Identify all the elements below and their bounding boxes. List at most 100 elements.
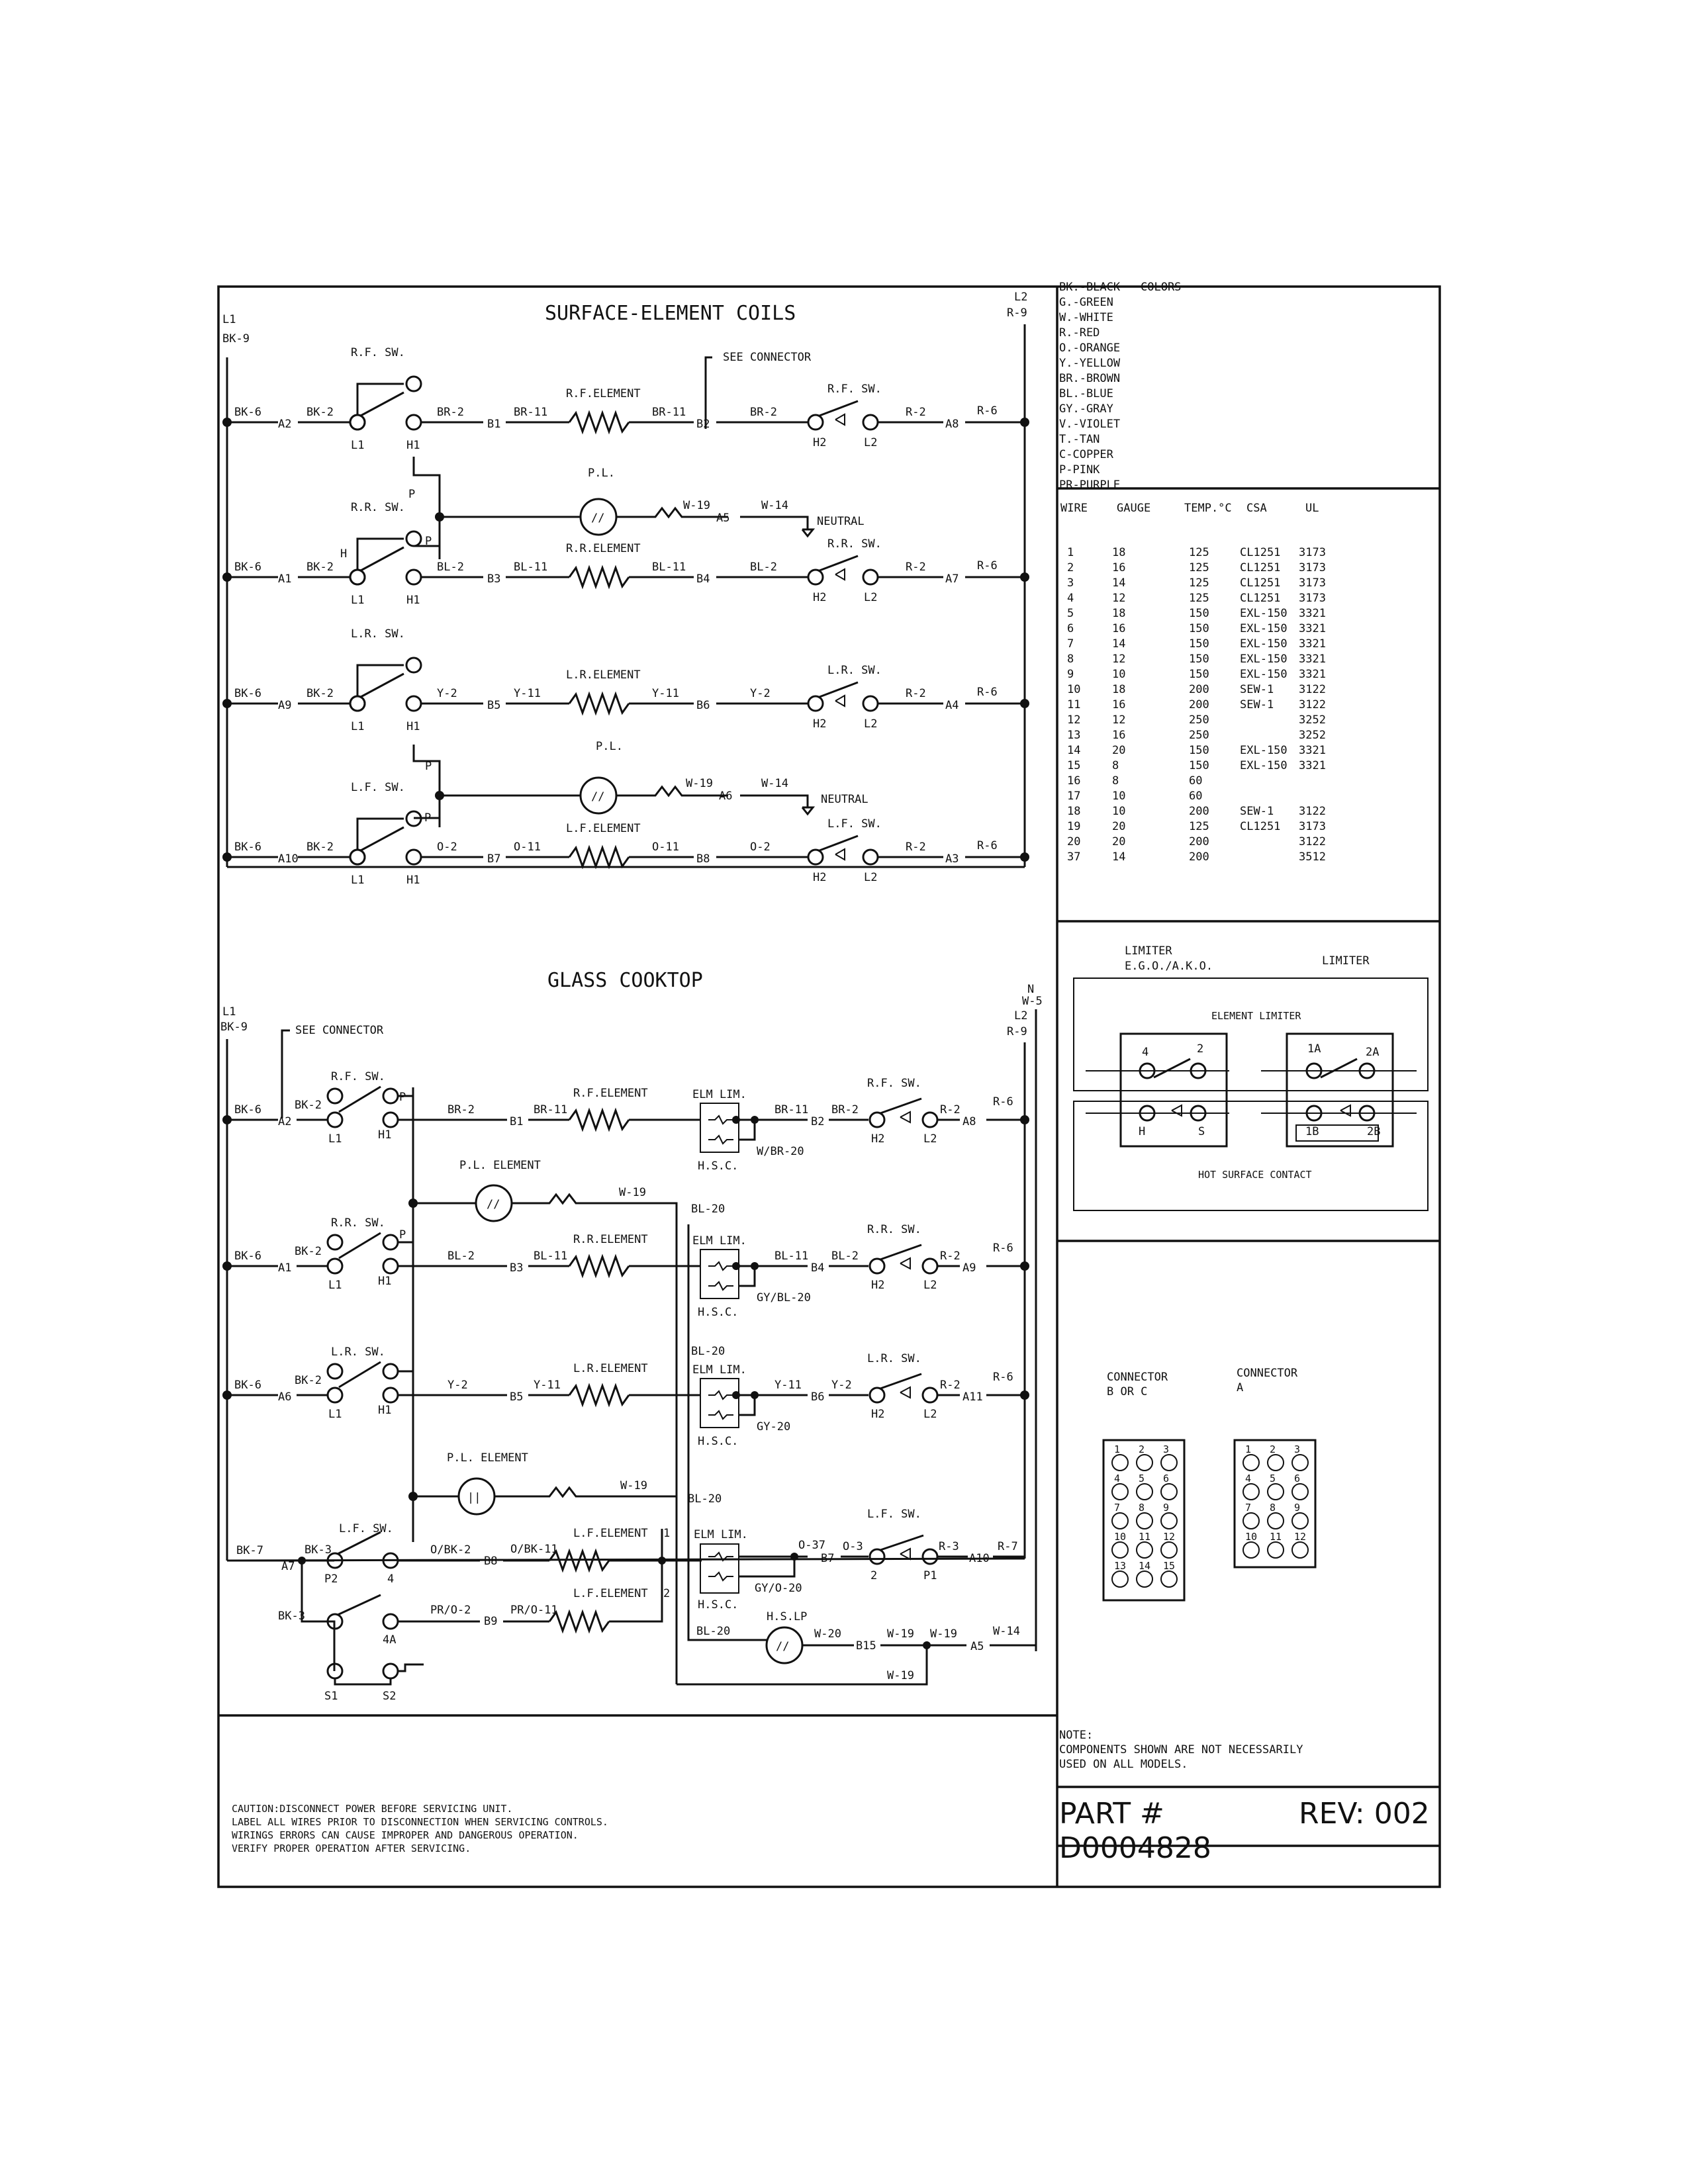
- surface-row-sw2-term-h2: H2: [813, 717, 826, 731]
- glass-rail-r9: R-9: [1007, 1025, 1027, 1038]
- connector-pin: [1243, 1454, 1260, 1471]
- glass-lf-feed: BK-7: [236, 1544, 263, 1557]
- wire-table-cell: 3252: [1299, 713, 1326, 727]
- surface-row-w4: BL-2: [750, 561, 777, 574]
- note-line-2: USED ON ALL MODELS.: [1059, 1758, 1188, 1771]
- surface-row-out-wire: R-6: [977, 404, 998, 418]
- connector-pin-label: 1: [1245, 1443, 1251, 1455]
- wire-table-cell: 200: [1189, 850, 1209, 864]
- surface-row-sw-term-l1: L1: [351, 439, 364, 452]
- glass-row-feed: BK-6: [234, 1103, 261, 1116]
- surface-row-w1: O-2: [437, 841, 457, 854]
- connector-pin: [1243, 1512, 1260, 1529]
- glass-row-term-out: A11: [962, 1390, 983, 1404]
- color-legend-entry: R.-RED: [1059, 326, 1100, 340]
- wire-table-cell: 6: [1067, 622, 1074, 635]
- wire-table-cell: 14: [1112, 850, 1125, 864]
- surface-row-out-wire: R-6: [977, 839, 998, 852]
- surface-neutral-1: NEUTRAL: [817, 515, 865, 528]
- surface-row-w2: O-11: [514, 841, 541, 854]
- wire-table-cell: 16: [1067, 774, 1080, 788]
- glass-row-sw-term-l1: L1: [328, 1279, 342, 1292]
- hot-surface-contact-label: HOT SURFACE CONTACT: [1198, 1169, 1312, 1181]
- color-legend-entry: G.-GREEN: [1059, 296, 1113, 309]
- surface-row-w1: BL-2: [437, 561, 464, 574]
- glass-row-w5: R-2: [940, 1250, 961, 1263]
- glass-lf-b3: B9: [484, 1615, 497, 1628]
- color-legend-entry: BR.-BROWN: [1059, 372, 1120, 385]
- connector-pin: [1160, 1541, 1178, 1559]
- wire-table-cell: 16: [1112, 561, 1125, 574]
- wire-table-cell: 10: [1112, 790, 1125, 803]
- connector-pin: [1111, 1512, 1129, 1529]
- surface-row-term-a: A10: [278, 852, 299, 866]
- limiter-term-4: 4: [1142, 1046, 1149, 1059]
- glass-w14: W-14: [993, 1625, 1020, 1638]
- surface-row-term-a: A2: [278, 418, 291, 431]
- glass-lf-row: BK-7 A7 BK-3 BK-3 L.F. SW. P2 4 4A S1 S2…: [227, 1224, 1036, 1703]
- surface-row-sw-term-l1: L1: [351, 874, 364, 887]
- wire-table-cell: 4: [1067, 592, 1074, 605]
- glass-pilot-light-2-glyph: ||: [467, 1491, 481, 1504]
- surface-row-w3: O-11: [652, 841, 679, 854]
- glass-hslp-label: H.S.LP: [767, 1610, 807, 1623]
- surface-row-b1: B7: [487, 852, 500, 866]
- wire-table-cell: 5: [1067, 607, 1074, 620]
- color-legend-entry: W.-WHITE: [1059, 311, 1113, 324]
- surface-row-element: L.R.ELEMENT: [566, 668, 641, 682]
- glass-row-w4: BL-2: [831, 1250, 859, 1263]
- glass-row-w5: R-2: [940, 1103, 961, 1116]
- connector-pin-label: 3: [1163, 1443, 1169, 1455]
- glass-w19c: W-19: [887, 1669, 914, 1682]
- wire-table-cell: 10: [1112, 805, 1125, 818]
- connector-pin: [1136, 1454, 1153, 1471]
- connector-pin-label: 4: [1245, 1473, 1251, 1484]
- wire-table-cell: 200: [1189, 835, 1209, 848]
- glass-row-sw2-label: L.R. SW.: [867, 1352, 921, 1365]
- wire-table-cell: SEW-1: [1240, 683, 1274, 696]
- surface-row-b1: B3: [487, 572, 500, 586]
- colors-legend: COLORS BK.-BLACKG.-GREENW.-WHITER.-REDO.…: [1059, 281, 1181, 492]
- connector-pin-label: 12: [1294, 1531, 1306, 1543]
- wire-table-cell: 8: [1112, 774, 1119, 788]
- glass-lf-sw-wire2: BK-3: [278, 1610, 305, 1623]
- wire-table-cell: 3321: [1299, 744, 1326, 757]
- glass-row-sw2-term-h2: H2: [871, 1279, 884, 1292]
- glass-lf-sw2-label: L.F. SW.: [867, 1508, 921, 1521]
- limiter-term-h: H: [1139, 1125, 1145, 1138]
- wire-table-cell: 18: [1067, 805, 1080, 818]
- glass-lf-lim: ELM LIM.: [694, 1528, 748, 1541]
- surface-right-rail-l2: L2: [1014, 291, 1027, 304]
- wire-table-cell: 3173: [1299, 592, 1326, 605]
- glass-pl2-wire: W-19: [620, 1479, 647, 1492]
- glass-lf-w7: R-3: [939, 1540, 959, 1553]
- connector-pin: [1267, 1512, 1284, 1529]
- caution-line-1: CAUTION:DISCONNECT POWER BEFORE SERVICIN…: [232, 1803, 512, 1815]
- surface-row-sw-term-h1: H1: [406, 874, 420, 887]
- wire-table-cell: 15: [1067, 759, 1080, 772]
- wire-table-cell: 3321: [1299, 622, 1326, 635]
- glass-row-hsc: H.S.C.: [698, 1306, 738, 1319]
- glass-pl-element-label-2: P.L. ELEMENT: [447, 1451, 528, 1465]
- connector-pin-label: 4: [1114, 1473, 1120, 1484]
- glass-lf-sw2-term-p1: P1: [923, 1569, 937, 1582]
- wire-table-cell: 18: [1112, 607, 1125, 620]
- wire-table-cell: 250: [1189, 729, 1209, 742]
- wire-table-cell: 250: [1189, 713, 1209, 727]
- glass-row-sw2-term-h2: H2: [871, 1132, 884, 1146]
- wire-table-cell: 200: [1189, 683, 1209, 696]
- note-line-1: COMPONENTS SHOWN ARE NOT NECESSARILY: [1059, 1743, 1303, 1756]
- color-legend-entry: T.-TAN: [1059, 433, 1100, 446]
- wire-table-cell: 8: [1112, 759, 1119, 772]
- wire-table-cell: 3321: [1299, 637, 1326, 651]
- surface-row-element: R.R.ELEMENT: [566, 542, 641, 555]
- glass-rf-p-label: P: [399, 1091, 406, 1104]
- glass-row-b1: B1: [510, 1115, 523, 1128]
- surface-row-term-out: A7: [945, 572, 959, 586]
- surface-right-rail-wire: R-9: [1007, 306, 1027, 320]
- surface-row-w3: Y-11: [652, 687, 679, 700]
- glass-term-a5: A5: [970, 1640, 984, 1653]
- glass-row-w1: Y-2: [447, 1379, 468, 1392]
- glass-row-w5: R-2: [940, 1379, 961, 1392]
- glass-row-w1: BL-2: [447, 1250, 475, 1263]
